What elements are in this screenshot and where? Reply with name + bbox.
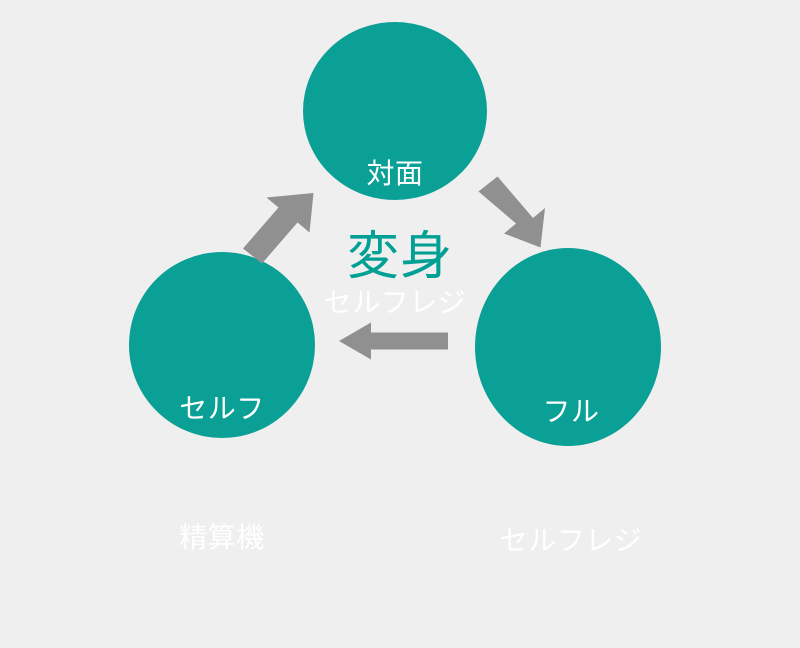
node-label-line2: 精算機 xyxy=(179,522,265,553)
arrow-top-to-bottom-right xyxy=(478,176,545,248)
node-label-line2: セルフレジ xyxy=(499,525,643,556)
cycle-diagram-svg xyxy=(129,22,661,446)
arrow-bottom-right-to-bottom-left xyxy=(339,322,448,360)
node-circle-taimen-self-register[interactable] xyxy=(303,22,487,200)
node-circle-full-self-register[interactable] xyxy=(475,248,661,446)
diagram-canvas: 対面 セルフレジ フル セルフレジ セルフ 精算機 変身 xyxy=(129,22,661,556)
node-circle-self-seisanki[interactable] xyxy=(129,252,315,438)
arrow-bottom-left-to-top xyxy=(243,193,314,264)
